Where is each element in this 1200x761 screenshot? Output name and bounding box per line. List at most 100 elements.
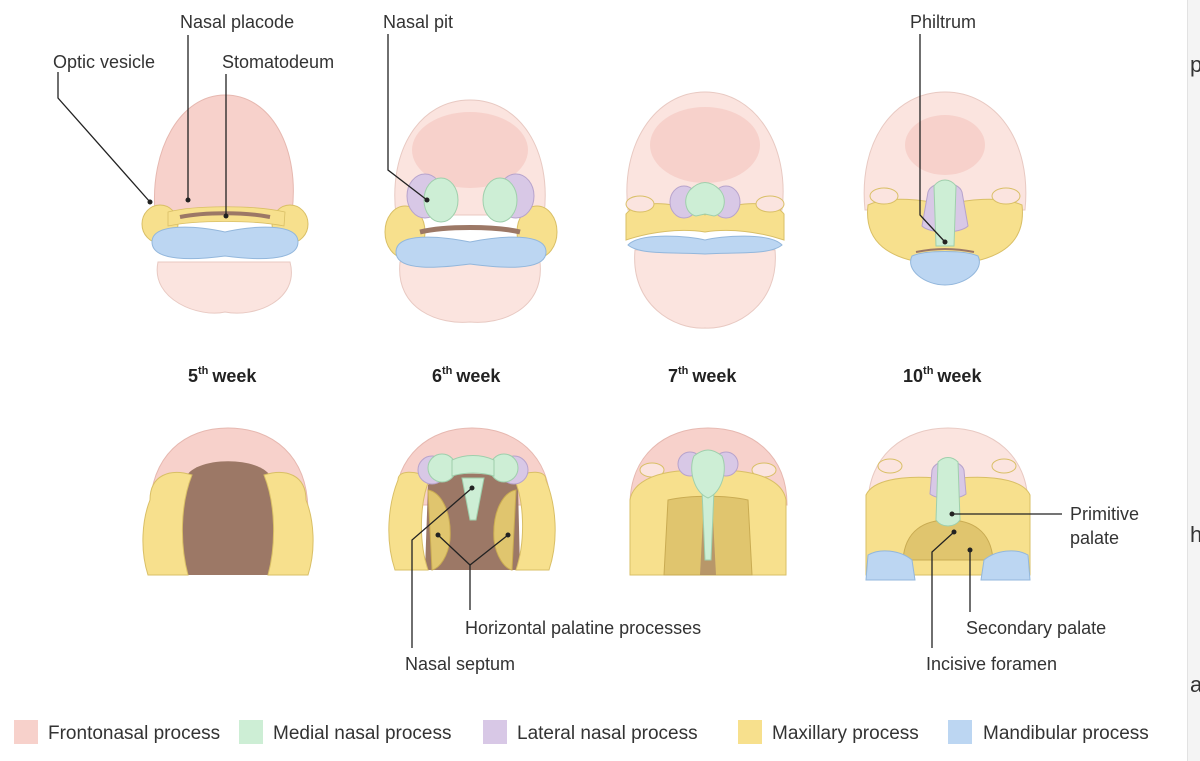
medial-nasal-philtrum <box>933 179 957 247</box>
label-nasal-septum: Nasal septum <box>405 654 515 674</box>
label-philtrum: Philtrum <box>910 12 976 32</box>
leader-dot <box>505 532 511 538</box>
palatine-shelf-left <box>427 489 451 571</box>
legend-item-medial-nasal: Medial nasal process <box>239 720 451 744</box>
medial-nasal-primitive-palate <box>935 457 961 527</box>
label-nasal-pit: Nasal pit <box>383 12 453 32</box>
leader-dot <box>185 197 191 203</box>
leader-optic-vesicle <box>57 72 151 203</box>
legend-item-frontonasal: Frontonasal process <box>14 720 220 744</box>
label-secondary-palate: Secondary palate <box>966 618 1106 638</box>
leader-dot <box>967 547 973 553</box>
leader-nasal-septum <box>411 487 473 648</box>
page-edge-strip <box>1187 0 1200 761</box>
edge-fragment: h <box>1190 522 1200 547</box>
forehead-blush <box>905 115 985 175</box>
nasal-septum <box>461 477 485 521</box>
leader-dot <box>949 511 955 517</box>
mandibular-arch <box>627 235 783 255</box>
legend-item-maxillary: Maxillary process <box>738 720 919 744</box>
lower-face <box>156 261 292 314</box>
mandibular-arch <box>395 236 547 268</box>
leader-dot <box>424 197 430 203</box>
legend-label: Frontonasal process <box>48 723 220 744</box>
legend-label: Maxillary process <box>772 723 919 744</box>
head-frontonasal <box>153 94 294 213</box>
palate-week-10 <box>865 427 1031 581</box>
face-week-6 <box>384 99 558 323</box>
face-week-7 <box>625 91 785 329</box>
palate-week-6 <box>388 427 556 571</box>
labels: Nasal placode Optic vesicle Stomatodeum … <box>53 12 1139 674</box>
mandibular-right <box>980 550 1031 581</box>
legend-item-lateral-nasal: Lateral nasal process <box>483 720 698 744</box>
medial-nasal-left <box>423 177 459 223</box>
legend-swatch <box>948 720 972 744</box>
mandibular-left <box>865 550 916 581</box>
stomatodeum-slit <box>179 211 271 219</box>
legend-item-mandibular: Mandibular process <box>948 720 1149 744</box>
label-primitive-palate-line1: Primitive <box>1070 504 1139 524</box>
lower-face <box>399 261 541 323</box>
leader-dot <box>469 485 475 491</box>
leader-dot <box>223 213 229 219</box>
maxillary-left <box>142 471 193 576</box>
medial-bridge <box>451 455 495 477</box>
leader-dot <box>435 532 441 538</box>
maxillary-right <box>263 471 314 576</box>
lower-face <box>634 249 776 329</box>
legend: Frontonasal process Medial nasal process… <box>14 720 1149 744</box>
legend-label: Lateral nasal process <box>517 723 698 744</box>
oral-slit <box>419 225 521 235</box>
leader-dot <box>942 239 948 245</box>
leader-nasal-pit <box>387 34 428 201</box>
eye-left <box>625 195 655 213</box>
oral-cavity <box>178 461 280 575</box>
medial-nasal-fused <box>691 449 725 499</box>
palate-week-5 <box>142 427 314 576</box>
legend-swatch <box>14 720 38 744</box>
palate-week-7 <box>629 427 788 576</box>
medial-nasal-fused <box>685 182 725 217</box>
legend-label: Mandibular process <box>983 723 1149 744</box>
mouth-line <box>915 248 975 253</box>
legend-swatch <box>738 720 762 744</box>
mandibular-chin <box>910 251 980 286</box>
leader-philtrum <box>919 34 946 243</box>
palatine-shelf-right <box>493 489 517 571</box>
label-primitive-palate-line2: palate <box>1070 528 1119 548</box>
label-stomatodeum: Stomatodeum <box>222 52 334 72</box>
label-horizontal-palatine: Horizontal palatine processes <box>465 618 701 638</box>
label-optic-vesicle: Optic vesicle <box>53 52 155 72</box>
leader-incisive-foramen <box>931 531 955 648</box>
edge-fragment: a <box>1190 672 1200 697</box>
legend-swatch <box>239 720 263 744</box>
medial-nasal-right <box>482 177 518 223</box>
label-incisive-foramen: Incisive foramen <box>926 654 1057 674</box>
legend-label: Medial nasal process <box>273 723 451 744</box>
leader-lines <box>57 34 1062 648</box>
edge-fragment: p <box>1190 52 1200 77</box>
eye-left <box>877 458 903 474</box>
label-nasal-placode: Nasal placode <box>180 12 294 32</box>
eye-right <box>755 195 785 213</box>
forehead-blush <box>412 112 528 188</box>
eye-right <box>991 187 1021 205</box>
maxillary-left <box>388 471 431 571</box>
eye-left <box>869 187 899 205</box>
face-week-10 <box>863 91 1027 286</box>
mandibular-arch <box>151 226 299 260</box>
face-week-5 <box>141 94 309 314</box>
legend-swatch <box>483 720 507 744</box>
leader-dot <box>147 199 153 205</box>
eye-right <box>991 458 1017 474</box>
maxillary-right <box>513 471 556 571</box>
leader-dot <box>951 529 957 535</box>
forehead-blush <box>650 107 760 183</box>
